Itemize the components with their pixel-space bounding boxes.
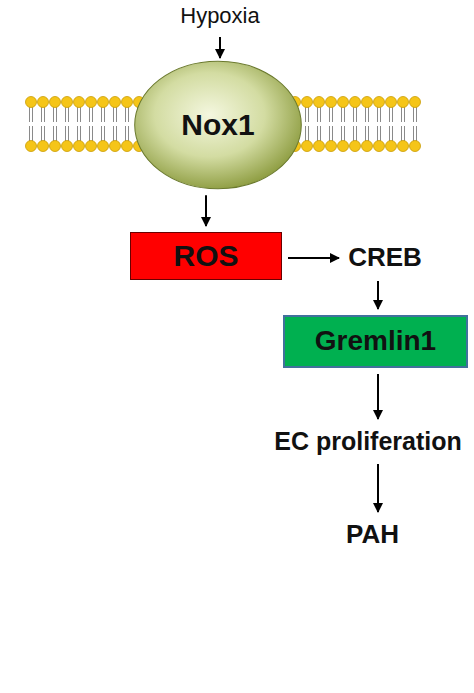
arrow-connector xyxy=(377,281,379,309)
gene-box: Gremlin1 xyxy=(283,315,468,368)
stimulus-label: Hypoxia xyxy=(177,1,263,31)
arrow-connector xyxy=(377,464,379,512)
arrow-connector xyxy=(288,257,339,259)
arrow-connector xyxy=(219,37,221,58)
ros-box: ROS xyxy=(130,232,282,280)
node-text: Hypoxia xyxy=(180,3,259,28)
node-text: Gremlin1 xyxy=(315,325,436,357)
node-text: ROS xyxy=(173,239,238,274)
factor-label: CREB xyxy=(345,241,425,275)
arrow-connector xyxy=(377,374,379,419)
disease-label: PAH xyxy=(343,518,402,552)
outcome-label: EC proliferation xyxy=(271,425,465,458)
node-text: EC proliferation xyxy=(274,427,462,456)
node-text: CREB xyxy=(348,243,422,273)
arrow-connector xyxy=(205,195,207,226)
enzyme-ellipse: Nox1 xyxy=(133,60,303,190)
node-text: PAH xyxy=(346,520,399,550)
node-text: Nox1 xyxy=(181,108,254,143)
